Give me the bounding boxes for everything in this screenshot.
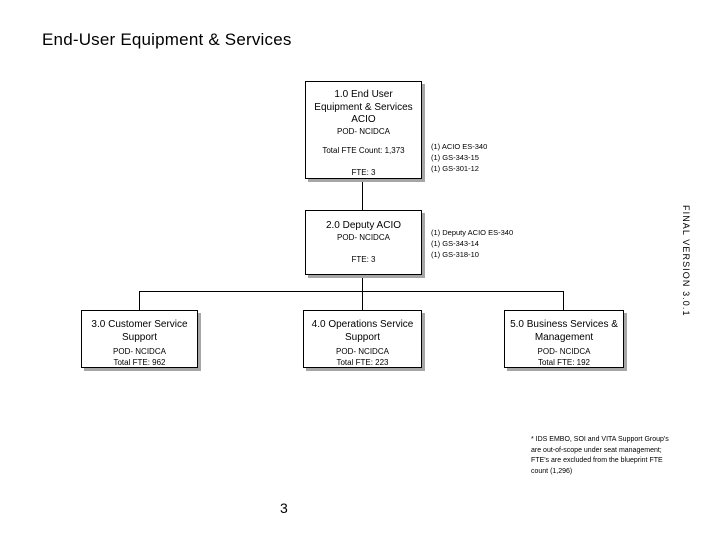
connector-box1-to-box2 [362, 179, 364, 210]
org-node-3-0-details: POD- NCIDCA Total FTE: 962 [85, 347, 194, 369]
footnote-line1: * IDS EMBO, SOI and VITA Support Group's [531, 436, 669, 443]
org-node-1-0-title-line3: ACIO [351, 114, 376, 125]
footnote-line3: FTE's are excluded from the blueprint FT… [531, 457, 663, 464]
org-node-4-0-title-line2: Support [344, 331, 381, 343]
annotation-node-1-0-line3: (1) GS-301-12 [431, 163, 479, 173]
connector-drop-center [362, 291, 364, 310]
org-node-4-0-office: POD- NCIDCA [336, 347, 389, 356]
footnote-line2: are out-of-scope under seat management; [531, 446, 662, 454]
annotation-node-1-0-line1: (1) ACIO ES-340 [431, 142, 488, 151]
annotation-node-2-0: (1) Deputy ACIO ES-340 (1) GS-343-14 (1)… [431, 228, 513, 261]
annotation-node-2-0-line1: (1) Deputy ACIO ES-340 [431, 228, 514, 237]
org-node-4-0-details: POD- NCIDCA Total FTE: 223 [307, 347, 418, 369]
org-node-3-0-total-fte: Total FTE: 962 [113, 357, 166, 367]
org-node-1-0-heading: 1.0 End User Equipment & Services ACIO P… [309, 86, 418, 137]
version-label: FINAL VERSION 3.0.1 [681, 205, 691, 317]
org-node-2-0-fte: FTE: 3 [351, 255, 376, 265]
connector-drop-right [563, 291, 565, 310]
org-node-5-0-details: POD- NCIDCA Total FTE: 192 [508, 347, 620, 369]
org-node-1-0-metrics: Total FTE Count: 1,373 FTE: 3 [309, 146, 418, 179]
org-node-5-0-heading: 5.0 Business Services & Management [508, 315, 620, 344]
org-node-3-0[interactable]: 3.0 Customer Service Support POD- NCIDCA… [81, 310, 198, 368]
org-node-5-0[interactable]: 5.0 Business Services & Management POD- … [504, 310, 624, 368]
org-node-4-0-title-line1: 4.0 Operations Service [311, 319, 414, 330]
org-node-2-0-office: POD- NCIDCA [337, 232, 390, 242]
org-node-5-0-title-line1: 5.0 Business Services & [510, 319, 618, 330]
org-node-2-0[interactable]: 2.0 Deputy ACIO POD- NCIDCA FTE: 3 [305, 210, 422, 275]
org-node-1-0-office: POD- NCIDCA [337, 126, 390, 136]
annotation-node-2-0-line2: (1) GS-343-14 [431, 238, 479, 248]
org-node-4-0-heading: 4.0 Operations Service Support [307, 315, 418, 344]
connector-drop-left [139, 291, 141, 310]
org-node-1-0[interactable]: 1.0 End User Equipment & Services ACIO P… [305, 81, 422, 179]
footnote: * IDS EMBO, SOI and VITA Support Group's… [531, 435, 693, 477]
annotation-node-1-0: (1) ACIO ES-340 (1) GS-343-15 (1) GS-301… [431, 142, 487, 175]
org-node-2-0-heading: 2.0 Deputy ACIO POD- NCIDCA [309, 215, 418, 243]
org-node-5-0-total-fte: Total FTE: 192 [537, 357, 591, 367]
annotation-node-1-0-line2: (1) GS-343-15 [431, 152, 479, 162]
org-node-1-0-title-line2: Equipment & Services [314, 101, 413, 113]
org-node-3-0-office: POD- NCIDCA [113, 347, 166, 356]
connector-box2-down [362, 275, 364, 291]
annotation-node-2-0-line3: (1) GS-318-10 [431, 249, 479, 259]
org-node-3-0-heading: 3.0 Customer Service Support [85, 315, 194, 344]
org-node-4-0-total-fte: Total FTE: 223 [336, 357, 389, 367]
org-node-2-0-title-line1: 2.0 Deputy ACIO [325, 220, 402, 231]
org-node-5-0-title-line2: Management [534, 331, 594, 343]
page-title: End-User Equipment & Services [42, 30, 292, 49]
page-number: 3 [280, 500, 288, 516]
org-node-1-0-total-fte-count: Total FTE Count: 1,373 [322, 146, 405, 156]
org-node-2-0-metrics: FTE: 3 [309, 255, 418, 266]
org-node-4-0[interactable]: 4.0 Operations Service Support POD- NCID… [303, 310, 422, 368]
org-node-3-0-title-line2: Support [121, 331, 158, 343]
org-node-3-0-title-line1: 3.0 Customer Service [91, 319, 188, 330]
org-node-5-0-office: POD- NCIDCA [537, 347, 591, 356]
org-node-1-0-fte: FTE: 3 [351, 168, 376, 178]
org-node-1-0-title-line1: 1.0 End User [334, 89, 393, 100]
footnote-line4: count (1,296) [531, 467, 573, 475]
connector-horizontal-bus [139, 291, 564, 293]
